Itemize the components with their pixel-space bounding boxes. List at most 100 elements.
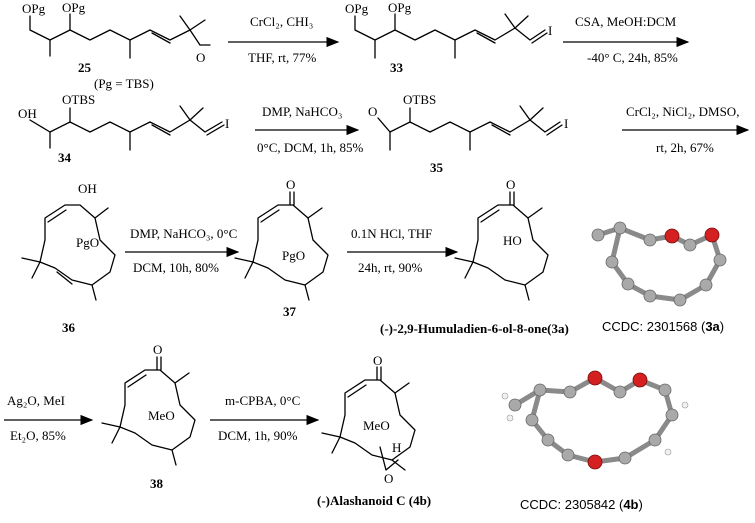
crystal-3a-oxygen xyxy=(704,227,720,243)
step-1-conditions: THF, rt, 77% xyxy=(248,50,316,65)
c35-number: 35 xyxy=(430,160,444,175)
c38-number: 38 xyxy=(150,476,164,491)
c4b-hydrogen: H xyxy=(392,440,401,455)
compound-3a: O HO (-)-2,9-Humuladien-6-ol-8-one(3a) xyxy=(380,177,569,336)
crystal-structure-3a: CCDC: 2301568 (3a) xyxy=(591,221,727,334)
step-4-conditions: rt, 2h, 67% xyxy=(656,140,714,155)
crystal-4b-carbon xyxy=(613,385,627,399)
step-3-conditions: 0°C, DCM, 1h, 85% xyxy=(257,140,363,155)
c38-methoxy: MeO xyxy=(148,408,175,423)
crystal-3a-caption: CCDC: 2301568 (3a) xyxy=(602,319,724,334)
c4b-methoxy: MeO xyxy=(363,418,390,433)
step-5-reagents: DMP, NaHCO₃, 0°C xyxy=(130,226,237,241)
c25-number: 25 xyxy=(78,60,92,75)
crystal-3a-carbon xyxy=(621,277,635,291)
step-8: m-CPBA, 0°C DCM, 1h, 90% xyxy=(210,393,320,443)
c34-hydroxyl: OH xyxy=(18,106,37,121)
crystal-3a-carbon xyxy=(613,221,627,235)
c25-pg-note: (Pg = TBS) xyxy=(94,76,154,91)
step-1-reagents: CrCl₂, CHI₃ xyxy=(250,14,313,29)
crystal-4b-hydrogen xyxy=(506,414,514,422)
crystal-4b-carbon xyxy=(665,408,679,422)
crystal-4b-carbon xyxy=(563,385,577,399)
crystal-3a-carbon xyxy=(683,238,697,252)
c36-hydroxyl: OH xyxy=(78,181,97,196)
c25-opg-left: OPg xyxy=(22,1,46,16)
c36-number: 36 xyxy=(62,320,76,335)
step-8-conditions: DCM, 1h, 90% xyxy=(218,428,298,443)
step-4-reagents: CrCl₂, NiCl₂, DMSO, xyxy=(626,104,739,119)
c25-aldehyde-o: O xyxy=(196,50,205,65)
crystal-4b-caption: CCDC: 2305842 (4b) xyxy=(520,497,643,512)
crystal-4b-carbon xyxy=(525,413,539,427)
c34-number: 34 xyxy=(58,150,72,165)
c37-ketone-o: O xyxy=(286,177,295,192)
crystal-3a-carbon xyxy=(673,293,687,307)
step-2-conditions: -40° C, 24h, 85% xyxy=(587,50,678,65)
crystal-3a-carbon xyxy=(643,233,657,247)
compound-38: O MeO 38 xyxy=(101,342,196,491)
crystal-3a-carbon xyxy=(643,289,657,303)
crystal-4b-carbon xyxy=(541,433,555,447)
crystal-4b-hydrogen xyxy=(501,392,509,400)
c34-otbs: OTBS xyxy=(62,92,95,107)
step-3: DMP, NaHCO₃ 0°C, DCM, 1h, 85% xyxy=(255,104,363,155)
compound-25: OPg OPg O 25 (Pg = TBS) xyxy=(22,0,211,91)
compound-36: OH PgO 36 xyxy=(21,181,116,335)
crystal-4b-hydrogen xyxy=(681,401,689,409)
c33-number: 33 xyxy=(390,60,404,75)
compound-33: OPg OPg I 33 xyxy=(345,0,552,75)
crystal-4b-carbon xyxy=(508,398,522,412)
crystal-3a-carbon xyxy=(699,278,713,292)
c4b-name: (-)Alashanoid C (4b) xyxy=(317,493,431,508)
crystal-4b-carbon xyxy=(561,448,575,462)
c37-number: 37 xyxy=(283,304,297,319)
step-2: CSA, MeOH:DCM -40° C, 24h, 85% xyxy=(563,14,690,65)
crystal-4b-carbon xyxy=(533,383,547,397)
c36-pgo: PgO xyxy=(76,235,99,250)
step-7-conditions: Et₂O, 85% xyxy=(10,428,66,443)
step-4: CrCl₂, NiCl₂, DMSO, rt, 2h, 67% xyxy=(622,104,750,155)
step-6-conditions: 24h, rt, 90% xyxy=(358,260,422,275)
step-2-reagents: CSA, MeOH:DCM xyxy=(575,14,677,29)
step-5: DMP, NaHCO₃, 0°C DCM, 10h, 80% xyxy=(125,226,240,275)
c33-iodo: I xyxy=(548,23,552,38)
step-1: CrCl₂, CHI₃ THF, rt, 77% xyxy=(228,14,340,65)
crystal-4b-carbon xyxy=(618,451,632,465)
c3a-name: (-)-2,9-Humuladien-6-ol-8-one(3a) xyxy=(380,321,569,336)
crystal-4b-oxygen xyxy=(587,454,603,470)
c35-iodo: I xyxy=(564,116,568,131)
c4b-ketone-o: O xyxy=(373,353,382,368)
crystal-3a-carbon xyxy=(605,255,619,269)
c33-opg-left: OPg xyxy=(345,1,369,16)
crystal-3a-oxygen xyxy=(664,228,680,244)
crystal-3a-carbon xyxy=(591,228,605,242)
step-3-reagents: DMP, NaHCO₃ xyxy=(262,104,342,119)
step-6-reagents: 0.1N HCl, THF xyxy=(351,226,432,241)
c3a-ketone-o: O xyxy=(506,177,515,192)
crystal-4b-oxygen xyxy=(632,372,648,388)
c38-ketone-o: O xyxy=(153,342,162,357)
step-6: 0.1N HCl, THF 24h, rt, 90% xyxy=(347,226,459,275)
compound-35: O OTBS I 35 xyxy=(368,92,568,175)
c34-iodo: I xyxy=(225,116,229,131)
c33-opg-right: OPg xyxy=(388,0,412,15)
step-7-reagents: Ag₂O, MeI xyxy=(7,393,65,408)
crystal-4b-carbon xyxy=(658,383,672,397)
crystal-4b-hydrogen xyxy=(664,448,672,456)
step-8-reagents: m-CPBA, 0°C xyxy=(225,393,300,408)
step-7: Ag₂O, MeI Et₂O, 85% xyxy=(4,393,94,443)
crystal-3a-carbon xyxy=(713,253,727,267)
compound-34: OH OTBS I 34 xyxy=(18,92,229,165)
c4b-epoxide-o: O xyxy=(384,471,393,486)
crystal-structure-4b: CCDC: 2305842 (4b) xyxy=(501,370,689,512)
c35-aldehyde-o: O xyxy=(368,104,377,119)
compound-37: O PgO 37 xyxy=(234,177,329,319)
compound-4b: O MeO H O (-)Alashanoid C (4b) xyxy=(317,353,431,508)
crystal-4b-oxygen xyxy=(587,370,603,386)
step-5-conditions: DCM, 10h, 80% xyxy=(133,260,219,275)
c35-otbs: OTBS xyxy=(403,92,436,107)
c37-pgo: PgO xyxy=(282,248,305,263)
c25-opg-right: OPg xyxy=(62,0,86,15)
